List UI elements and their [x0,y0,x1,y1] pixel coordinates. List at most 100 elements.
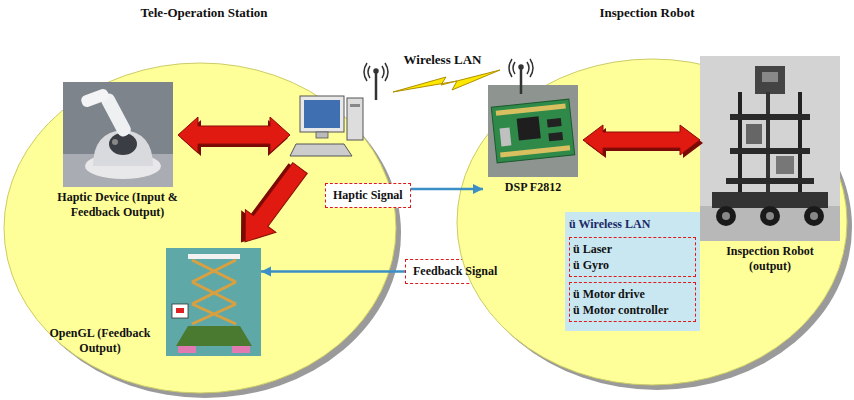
connector-line [261,270,405,273]
opengl-render-part [188,254,240,259]
component-group: ü Motor driveü Motor controller [569,282,696,322]
robot-photo-part [722,212,730,220]
connector-line [411,188,483,191]
photo-caption: Inspection Robot (output) [705,244,835,274]
photo-node: DSP F2812 [483,85,583,195]
opengl-render-part-part [192,260,236,282]
wireless-bolt [393,70,500,92]
computer-icon-part [300,96,344,132]
robot-photo-part [810,212,818,220]
haptic-device-photo-part [63,82,173,187]
signal-name: Haptic Signal [333,188,403,203]
opengl-render-part [178,346,196,353]
component-group: ü Laserü Gyro [569,237,696,277]
robot-photo-part [730,148,810,154]
dsp-board-photo-part [491,99,574,163]
dsp-board-photo-part-part [517,116,541,140]
robot-photo-part [766,212,774,220]
antenna-icon-part [382,66,384,78]
antenna-icon [364,63,388,100]
robot-photo-part [755,66,785,94]
robot-photo-part [726,178,814,184]
antenna-icon-part [385,63,388,81]
region-heading: Inspection Robot [440,5,854,21]
region-heading: Tele-Operation Station [0,5,408,21]
computer-icon-part [304,100,340,128]
dsp-board-photo-part-part [547,118,562,127]
dsp-board-photo-part [488,85,578,177]
robot-photo-part [746,124,762,144]
region-fill [4,63,396,393]
region-ellipse: Inspection Robot DSP F2812 ü Wireless LAN… [440,0,854,400]
computer-icon-part [316,132,328,138]
antenna-icon-part [509,59,512,77]
antenna-icon-part [520,68,523,94]
dsp-board-photo [488,85,578,177]
dsp-board-photo-part-part [500,145,570,157]
computer-icon-part [350,104,360,107]
signal-connector [411,184,483,194]
opengl-render-part-part [192,282,236,304]
photo-caption: DSP F2812 [483,180,583,195]
component-item: ü Wireless LAN [569,216,696,232]
opengl-render-part-part [192,260,236,282]
opengl-render-part [192,260,236,324]
opengl-render-part [176,326,252,346]
region-ellipse: Tele-Operation Station Haptic Device (In… [0,0,408,400]
red-double-arrow [178,117,290,156]
signal-box: Haptic Signal [325,183,411,208]
antenna-icon [509,59,533,94]
haptic-device-photo-part [79,88,109,109]
component-item: ü Motor drive [573,286,692,302]
red-double-arrow-part [178,117,290,153]
antenna-icon-part [375,72,378,100]
dsp-board-photo-part-part [500,127,512,146]
opengl-render-part [172,304,188,318]
haptic-device-photo [63,82,173,187]
robot-photo [700,56,840,241]
haptic-device-photo-part [112,139,118,145]
red-arrow [226,155,316,256]
robot-photo-part [760,206,780,226]
component-item: ü Motor controller [573,302,692,318]
component-item: ü Laser [573,241,692,257]
opengl-render [166,248,261,356]
photo-node: Haptic Device (Input & Feedback Output) [35,82,200,220]
arrow-head [473,184,483,194]
antenna-icon-part [530,59,533,77]
robot-photo-part [762,72,778,82]
opengl-render-part-part [192,282,236,304]
component-item: ü Gyro [573,257,692,273]
opengl-render-part [176,308,184,313]
arrow-body [583,125,700,155]
robot-photo-part [700,206,840,241]
robot-photo-part [712,192,828,208]
antenna-icon-part [368,66,370,78]
robot-photo-part [730,114,810,120]
photo-caption: Haptic Device (Input & Feedback Output) [35,190,200,220]
wireless-bolt-part [393,70,500,92]
robot-photo-part [700,56,840,241]
signal-connector [261,267,405,277]
component-list: ü Wireless LAN ü Laserü Gyro ü Motor drive… [565,212,700,331]
signal-name: Feedback Signal [413,264,497,279]
antenna-icon-part [374,69,378,73]
opengl-render-part-part [192,304,236,324]
red-double-arrow [583,125,703,158]
dsp-board-photo-part-part [548,132,563,141]
opengl-render-part [232,346,250,353]
robot-photo-part [776,156,794,174]
photo-caption: OpenGL (Feedback Output) [40,326,160,356]
antenna-icon-part [527,62,529,74]
computer-icon-part [347,98,363,140]
computer-icon [290,96,363,156]
arrow-head [261,267,271,277]
photo-node: OpenGL (Feedback Output) [40,248,261,356]
robot-photo-part [716,206,736,226]
dsp-board-photo-part-part [496,103,566,115]
computer-icon-part [290,144,352,156]
antenna-icon-part [364,63,367,81]
red-arrow-part [230,157,315,254]
antenna-icon-part [519,65,523,69]
